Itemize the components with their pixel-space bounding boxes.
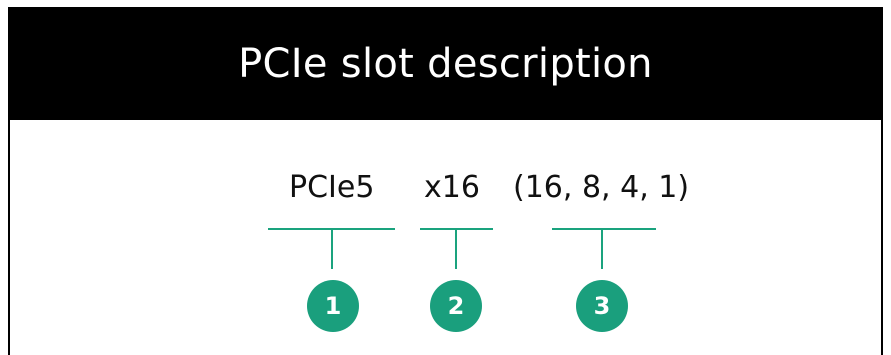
callout-badge-3: 3: [576, 280, 628, 332]
callout-badge-1: 1: [307, 280, 359, 332]
underline-supported-widths: [552, 228, 656, 230]
callout-badge-2: 2: [430, 280, 482, 332]
token-supported-widths: (16, 8, 4, 1): [513, 170, 690, 205]
stem-supported-widths: [601, 229, 603, 269]
token-generation: PCIe5: [289, 170, 375, 205]
token-link-width: x16: [424, 170, 480, 205]
diagram-title: PCIe slot description: [238, 40, 653, 87]
header-bar: PCIe slot description: [8, 7, 883, 120]
diagram-frame: [8, 7, 883, 355]
stem-link-width: [455, 229, 457, 269]
stem-generation: [331, 229, 333, 269]
